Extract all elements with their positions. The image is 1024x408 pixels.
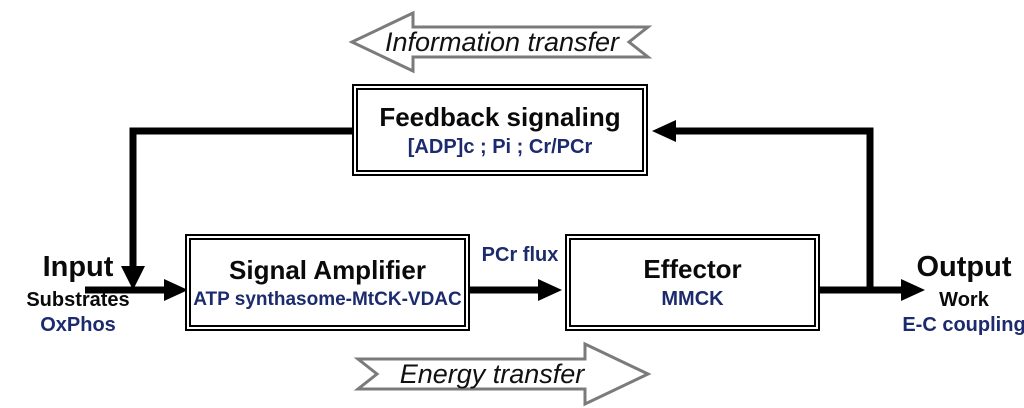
feedback-left-line <box>129 127 352 268</box>
information-transfer-label: Information transfer <box>384 26 620 57</box>
signal-amplifier-title: Signal Amplifier <box>229 254 426 285</box>
input-label: Input <box>42 251 114 283</box>
energy-transfer-arrow-shape <box>353 341 652 407</box>
effector-box: Effector MMCK <box>565 234 820 331</box>
output-ec-coupling-label: E-C coupling <box>902 314 1024 337</box>
energy-transfer-label: Energy transfer <box>399 358 585 389</box>
output-work-label: Work <box>939 289 989 312</box>
signal-amplifier-box-inner: Signal Amplifier ATP synthasome-MtCK-VDA… <box>189 238 466 327</box>
information-transfer-arrow-shape <box>348 10 653 74</box>
amplifier-to-effector-arrowhead-icon <box>538 279 562 301</box>
input-arrowhead-icon <box>164 279 188 301</box>
signal-amplifier-box: Signal Amplifier ATP synthasome-MtCK-VDA… <box>185 234 470 331</box>
effector-subtitle: MMCK <box>661 288 724 310</box>
input-substrates-label: Substrates <box>26 289 130 312</box>
effector-box-inner: Effector MMCK <box>569 238 816 327</box>
output-label: Output <box>916 251 1012 283</box>
feedback-left-arrowhead-icon <box>652 120 676 142</box>
signal-amplifier-subtitle: ATP synthasome-MtCK-VDAC <box>193 288 462 310</box>
input-oxphos-label: OxPhos <box>40 314 116 337</box>
feedback-signaling-title: Feedback signaling <box>379 101 621 132</box>
input-group: Input Substrates OxPhos <box>0 251 156 337</box>
effector-title: Effector <box>643 254 742 284</box>
feedback-signaling-subtitle: [ADP]c ; Pi ; Cr/PCr <box>407 135 593 158</box>
feedback-signaling-box-inner: Feedback signaling [ADP]c ; Pi ; Cr/PCr <box>356 88 644 172</box>
feedback-down-arrowhead-icon <box>121 266 145 290</box>
feedback-right-line <box>674 127 874 290</box>
pcr-flux-label: PCr flux <box>481 244 559 266</box>
feedback-signaling-box: Feedback signaling [ADP]c ; Pi ; Cr/PCr <box>352 84 648 176</box>
output-group: Output Work E-C coupling <box>902 251 1024 337</box>
output-arrowhead-icon <box>901 279 925 301</box>
